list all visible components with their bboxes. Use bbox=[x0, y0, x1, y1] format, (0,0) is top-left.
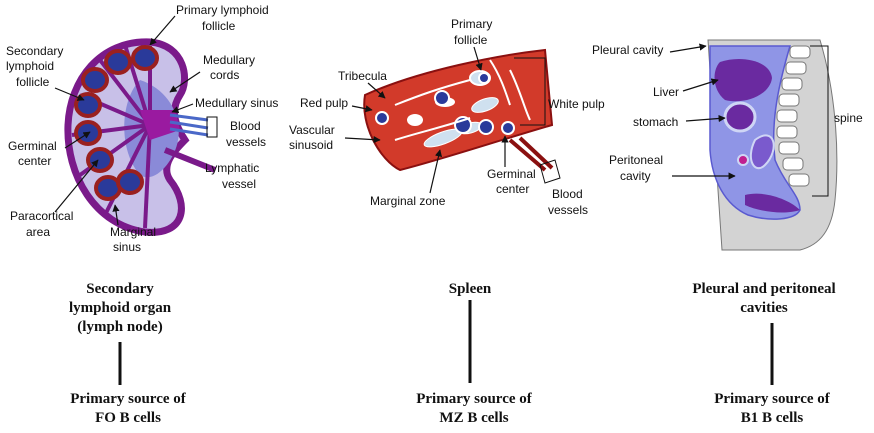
label-primary-follicle-2: follicle bbox=[454, 33, 488, 47]
label-marginal-sinus-1: Marginal bbox=[110, 225, 156, 239]
source-mz-1: Primary source of bbox=[416, 391, 533, 407]
label-stomach: stomach bbox=[633, 115, 678, 129]
stomach-shape bbox=[725, 103, 755, 131]
label-red-pulp: Red pulp bbox=[300, 96, 348, 110]
label-tribecula: Tribecula bbox=[338, 69, 387, 83]
source-fo-1: Primary source of bbox=[70, 391, 187, 407]
caption-cavities-2: cavities bbox=[740, 300, 788, 316]
caption-spleen: Spleen bbox=[449, 281, 492, 297]
label-spleen-germinal-center-1: Germinal bbox=[487, 167, 536, 181]
label-blood-vessels-2: vessels bbox=[226, 135, 266, 149]
caption-lymph-node-1: Secondary bbox=[86, 281, 154, 297]
label-lymphatic-vessel-2: vessel bbox=[222, 177, 256, 191]
label-pleural-cavity: Pleural cavity bbox=[592, 43, 663, 57]
caption-lymph-node-2: lymphoid organ bbox=[69, 300, 172, 316]
label-germinal-center-1: Germinal bbox=[8, 139, 57, 153]
label-vascular-sinusoid-1: Vascular bbox=[289, 123, 335, 137]
spleen-illustration bbox=[364, 50, 560, 183]
label-spleen-germinal-center-2: center bbox=[496, 182, 529, 196]
caption-lymph-node-3: (lymph node) bbox=[77, 319, 162, 335]
label-peritoneal-cavity-2: cavity bbox=[620, 169, 651, 183]
lymph-node-illustration bbox=[68, 42, 217, 232]
label-vascular-sinusoid-2: sinusoid bbox=[289, 138, 333, 152]
label-secondary-follicle-1: Secondary bbox=[6, 44, 63, 58]
label-peritoneal-cavity-1: Peritoneal bbox=[609, 153, 663, 167]
label-medullary-cords-1: Medullary bbox=[203, 53, 255, 67]
label-spine: spine bbox=[834, 111, 863, 125]
label-primary-lymphoid-follicle-1: Primary lymphoid bbox=[176, 3, 269, 17]
label-spleen-blood-vessels-2: vessels bbox=[548, 203, 588, 217]
label-primary-follicle-1: Primary bbox=[451, 17, 492, 31]
label-marginal-zone: Marginal zone bbox=[370, 194, 446, 208]
label-marginal-sinus-2: sinus bbox=[113, 240, 141, 254]
label-blood-vessels-1: Blood bbox=[230, 119, 261, 133]
label-germinal-center-2: center bbox=[18, 154, 51, 168]
label-primary-lymphoid-follicle-2: follicle bbox=[202, 19, 236, 33]
label-white-pulp: White pulp bbox=[548, 97, 605, 111]
label-lymphatic-vessel-1: Lymphatic bbox=[205, 161, 259, 175]
cavities-illustration bbox=[708, 40, 837, 250]
label-paracortical-2: area bbox=[26, 225, 50, 239]
label-medullary-sinus: Medullary sinus bbox=[195, 96, 278, 110]
label-secondary-follicle-3: follicle bbox=[16, 75, 50, 89]
label-medullary-cords-2: cords bbox=[210, 68, 239, 82]
source-fo-2: FO B cells bbox=[95, 410, 161, 426]
source-b1-1: Primary source of bbox=[714, 391, 831, 407]
label-secondary-follicle-2: lymphoid bbox=[6, 59, 54, 73]
label-liver: Liver bbox=[653, 85, 679, 99]
source-b1-2: B1 B cells bbox=[741, 410, 804, 426]
label-paracortical-1: Paracortical bbox=[10, 209, 73, 223]
source-mz-2: MZ B cells bbox=[439, 410, 508, 426]
caption-cavities-1: Pleural and peritoneal bbox=[692, 281, 835, 297]
label-spleen-blood-vessels-1: Blood bbox=[552, 187, 583, 201]
captions: Secondary lymphoid organ (lymph node) Pr… bbox=[69, 281, 836, 426]
